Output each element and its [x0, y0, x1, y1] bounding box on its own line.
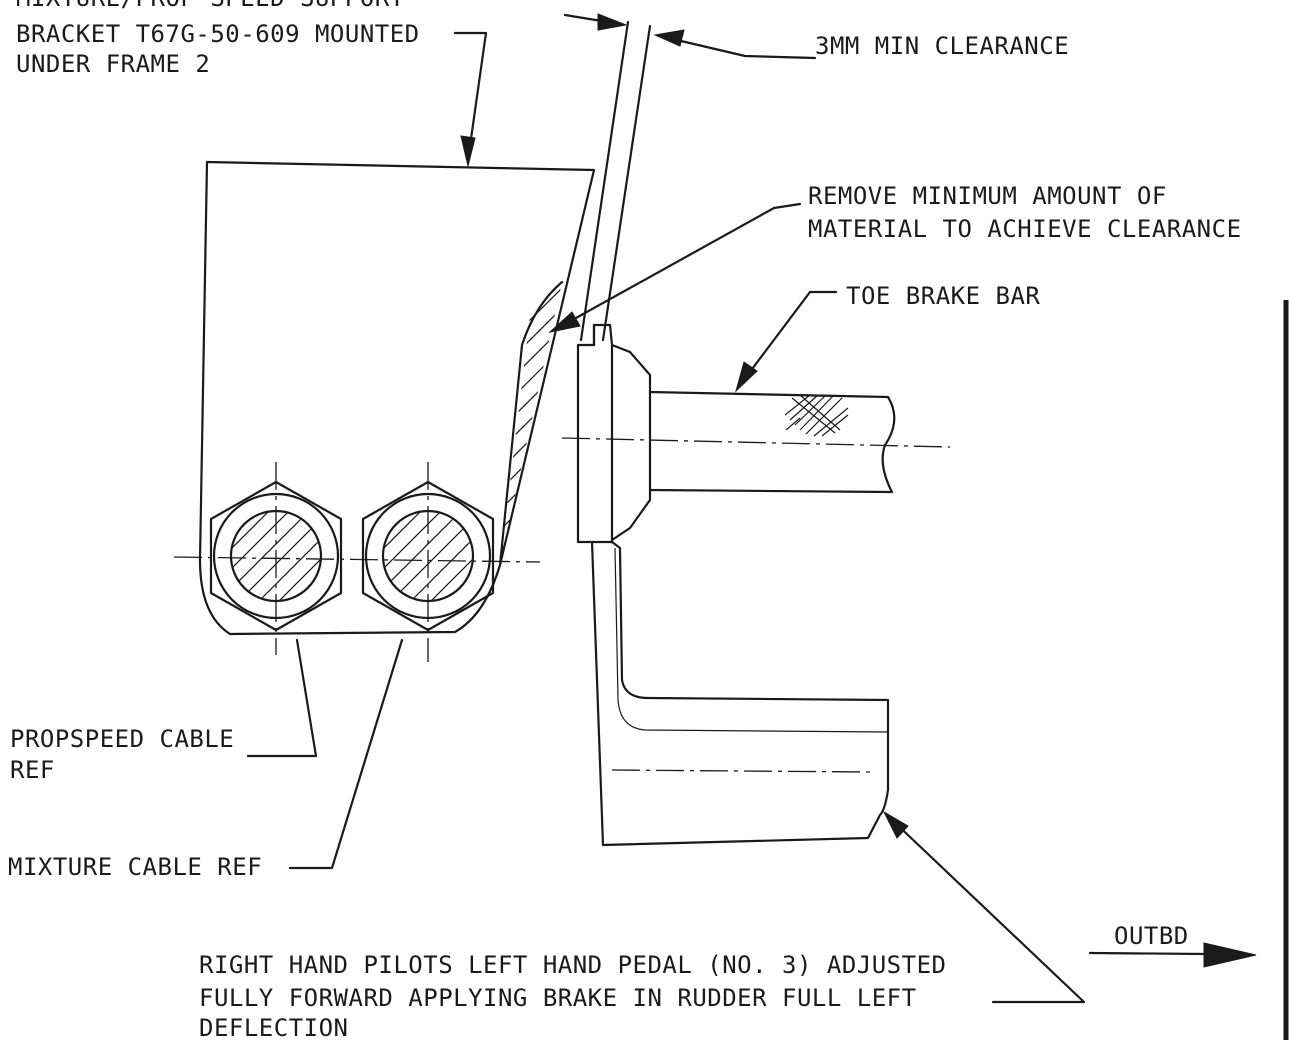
clearance-label: 3MM MIN CLEARANCE [815, 32, 1069, 60]
bracket-label-line-3: UNDER FRAME 2 [16, 50, 210, 78]
leader-lines [246, 13, 1257, 1004]
propspeed-cable-line-1: PROPSPEED CABLE [10, 725, 234, 753]
pedal-note-line-1: RIGHT HAND PILOTS LEFT HAND PEDAL (NO. 3… [199, 951, 946, 979]
pedal-note-line-3: DEFLECTION [199, 1014, 349, 1040]
bracket-label-line-2: BRACKET T67G-50-609 MOUNTED [16, 20, 420, 48]
propspeed-cable-line-2: REF [10, 756, 55, 784]
toe-brake-bar-label: TOE BRAKE BAR [846, 282, 1040, 310]
remove-material-line-1: REMOVE MINIMUM AMOUNT OF [808, 182, 1167, 210]
bracket-label-line-1: MIXTURE/PROP SPEED SUPPORT [16, 0, 405, 12]
mixture-cable-label: MIXTURE CABLE REF [8, 853, 262, 881]
support-bracket [198, 160, 596, 636]
pedal-note-label: RIGHT HAND PILOTS LEFT HAND PEDAL (NO. 3… [199, 951, 946, 1040]
nut-centerlines [173, 462, 541, 662]
rod-knurl [785, 394, 849, 437]
propspeed-cable-label: PROPSPEED CABLE REF [10, 725, 234, 784]
remove-material-label: REMOVE MINIMUM AMOUNT OF MATERIAL TO ACH… [808, 182, 1242, 243]
toe-brake-bar-assembly [561, 323, 951, 847]
outbd-label: OUTBD [1114, 922, 1189, 950]
pedal-note-line-2: FULLY FORWARD APPLYING BRAKE IN RUDDER F… [199, 984, 917, 1012]
remove-material-line-2: MATERIAL TO ACHIEVE CLEARANCE [808, 215, 1242, 243]
frame-plane [579, 20, 652, 342]
bracket-label: MIXTURE/PROP SPEED SUPPORT BRACKET T67G-… [16, 0, 420, 78]
